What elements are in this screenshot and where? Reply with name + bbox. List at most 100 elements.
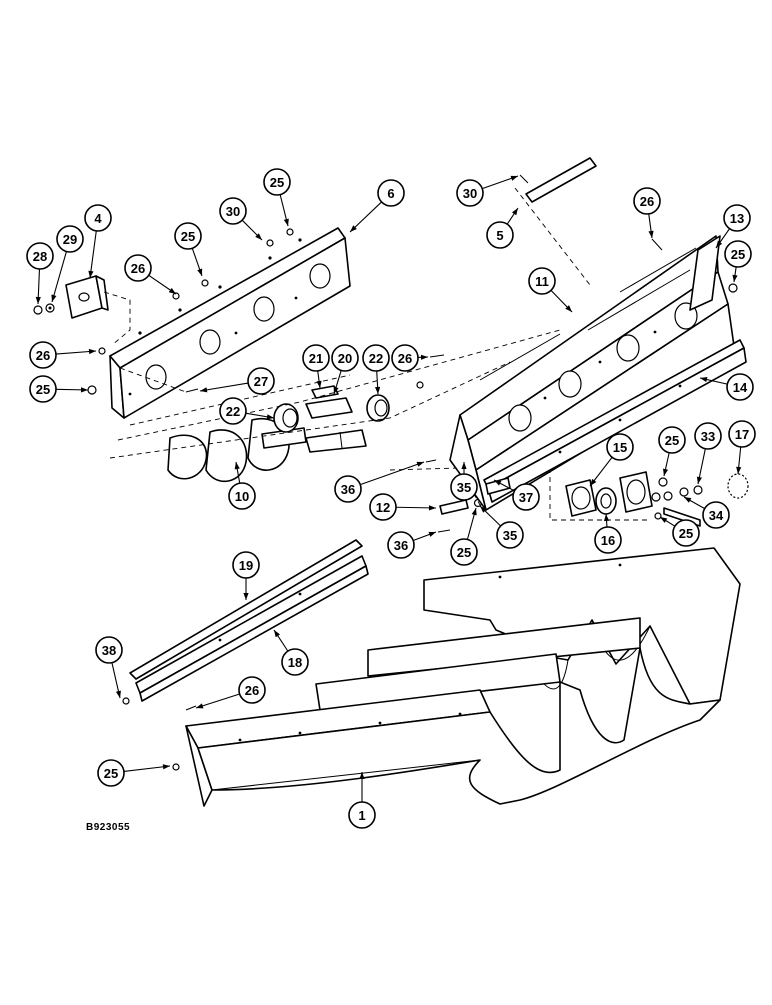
callout-26: 26	[239, 677, 265, 703]
callout-35: 35	[497, 522, 523, 548]
callout-number: 25	[104, 766, 118, 781]
callout-number: 14	[733, 380, 748, 395]
callout-number: 36	[341, 482, 355, 497]
leader-arrow-28	[36, 297, 41, 304]
callout-35: 35	[451, 474, 477, 500]
callout-27: 27	[248, 368, 274, 394]
leader-arrow-25	[81, 387, 88, 392]
callout-number: 22	[226, 404, 240, 419]
callout-16: 16	[595, 527, 621, 553]
leader-arrow-27	[200, 387, 207, 392]
callout-10: 10	[229, 483, 255, 509]
leader-arrow-36	[417, 462, 424, 467]
callout-number: 38	[102, 643, 116, 658]
callout-number: 4	[94, 211, 102, 226]
callout-26: 26	[392, 345, 418, 371]
callout-13: 13	[724, 205, 750, 231]
callout-30: 30	[220, 198, 246, 224]
callout-number: 12	[376, 500, 390, 515]
callout-38: 38	[96, 637, 122, 663]
callout-number: 25	[679, 526, 693, 541]
callout-20: 20	[332, 345, 358, 371]
callout-number: 37	[519, 490, 533, 505]
callout-37: 37	[513, 484, 539, 510]
callout-33: 33	[695, 423, 721, 449]
callout-number: 26	[245, 683, 259, 698]
callout-number: 34	[709, 508, 724, 523]
leader-arrow-12	[429, 505, 436, 510]
callout-number: 21	[309, 351, 323, 366]
callout-25: 25	[725, 241, 751, 267]
part-4-bracket	[66, 276, 130, 345]
callout-number: 27	[254, 374, 268, 389]
leader-arrow-33	[697, 477, 702, 484]
callout-number: 30	[226, 204, 240, 219]
callout-25: 25	[659, 427, 685, 453]
callout-21: 21	[303, 345, 329, 371]
callout-25: 25	[175, 223, 201, 249]
leader-arrow-25	[197, 269, 202, 276]
leader-arrow-19	[243, 593, 248, 600]
leader-arrow-25	[732, 275, 737, 282]
leader-line-36	[360, 462, 424, 485]
leader-line-27	[200, 383, 248, 391]
part-5-cover-strip	[526, 158, 596, 202]
callout-number: 20	[338, 351, 352, 366]
leader-arrow-25	[284, 219, 289, 226]
callout-number: 19	[239, 558, 253, 573]
callout-22: 22	[220, 398, 246, 424]
callout-25: 25	[30, 376, 56, 402]
leader-arrow-18	[274, 630, 280, 637]
leader-arrow-29	[51, 295, 56, 302]
callout-25: 25	[264, 169, 290, 195]
callout-number: 25	[181, 229, 195, 244]
part-10-auger	[168, 419, 366, 482]
callout-30: 30	[457, 180, 483, 206]
leader-arrow-22	[267, 414, 274, 419]
callout-number: 26	[36, 348, 50, 363]
callout-number: 22	[369, 351, 383, 366]
callout-17: 17	[729, 421, 755, 447]
callout-number: 6	[387, 186, 394, 201]
callout-6: 6	[378, 180, 404, 206]
leader-arrow-26	[169, 288, 176, 294]
callout-15: 15	[607, 434, 633, 460]
leader-line-4	[90, 231, 96, 278]
callout-number: 26	[131, 261, 145, 276]
leader-arrow-26	[648, 231, 653, 238]
callout-36: 36	[335, 476, 361, 502]
callout-number: 13	[730, 211, 744, 226]
callout-34: 34	[703, 502, 729, 528]
callout-5: 5	[487, 222, 513, 248]
callout-26: 26	[30, 342, 56, 368]
part-1-lower-trough	[186, 548, 740, 806]
callout-19: 19	[233, 552, 259, 578]
callout-18: 18	[282, 649, 308, 675]
callout-number: 25	[731, 247, 745, 262]
callout-number: 15	[613, 440, 627, 455]
callout-36: 36	[388, 532, 414, 558]
callout-22: 22	[363, 345, 389, 371]
callout-number: 18	[288, 655, 302, 670]
callout-number: 5	[496, 228, 503, 243]
callout-number: 17	[735, 427, 749, 442]
callout-number: 16	[601, 533, 615, 548]
callout-number: 30	[463, 186, 477, 201]
leader-arrow-25	[163, 764, 170, 769]
leader-arrow-26	[421, 355, 428, 360]
callout-number: 29	[63, 232, 77, 247]
leader-arrow-30	[511, 176, 518, 181]
leader-arrow-25	[660, 517, 667, 523]
callout-26: 26	[634, 188, 660, 214]
callout-number: 25	[665, 433, 679, 448]
callout-11: 11	[529, 268, 555, 294]
callout-28: 28	[27, 243, 53, 269]
callout-number: 35	[503, 528, 517, 543]
callout-4: 4	[85, 205, 111, 231]
callout-number: 10	[235, 489, 249, 504]
leader-arrow-34	[684, 497, 691, 503]
callout-number: 26	[640, 194, 654, 209]
leader-line-29	[52, 251, 66, 302]
callout-25: 25	[98, 760, 124, 786]
